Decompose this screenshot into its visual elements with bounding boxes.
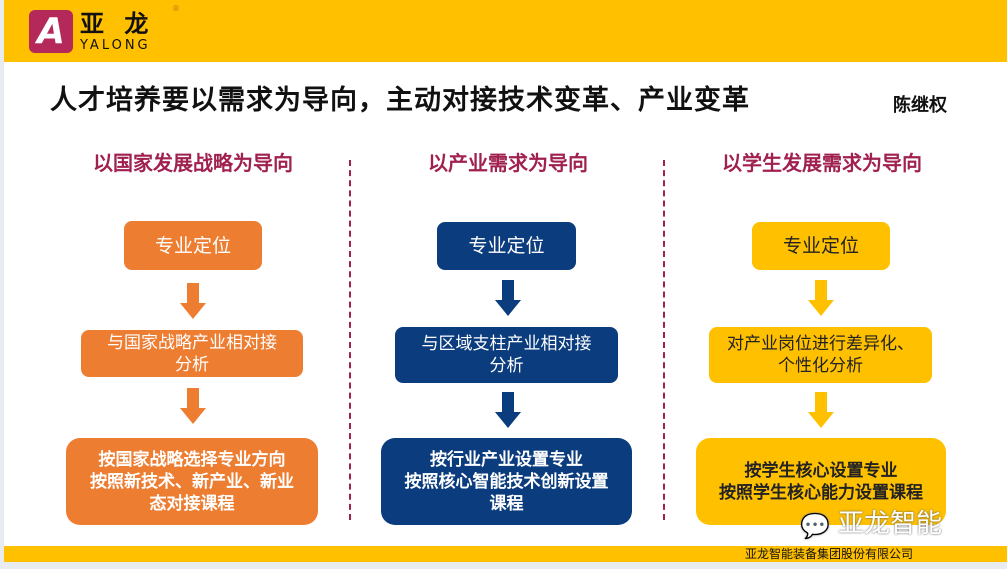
bottom-edge: [0, 562, 1007, 569]
box-analysis-3: 对产业岗位进行差异化、 个性化分析: [709, 327, 932, 383]
box-analysis-2: 与区域支柱产业相对接 分析: [395, 327, 618, 383]
header-bar: [4, 0, 1007, 62]
logo-icon: A: [29, 10, 73, 53]
column-header-3: 以学生发展需求为导向: [722, 151, 922, 175]
footer-bar: [4, 546, 1007, 562]
divider: [349, 160, 351, 520]
divider: [663, 160, 665, 520]
box-curriculum-2: 按行业产业设置专业 按照核心智能技术创新设置 课程: [381, 438, 632, 525]
box-curriculum-1: 按国家战略选择专业方向 按照新技术、新产业、新业 态对接课程: [66, 438, 318, 525]
box-positioning-2: 专业定位: [437, 222, 576, 270]
left-edge: [0, 0, 4, 569]
box-analysis-1: 与国家战略产业相对接 分析: [81, 330, 303, 377]
arrow-down-icon: [180, 388, 206, 424]
column-header-1: 以国家发展战略为导向: [93, 151, 293, 175]
arrow-down-icon: [180, 283, 206, 319]
box-positioning-3: 专业定位: [752, 222, 890, 270]
registered-mark: ®: [172, 4, 180, 13]
box-positioning-1: 专业定位: [124, 221, 262, 270]
arrow-down-icon: [495, 280, 521, 316]
slide-title: 人才培养要以需求为导向，主动对接技术变革、产业变革: [50, 85, 750, 116]
column-header-2: 以产业需求为导向: [428, 151, 588, 175]
box-curriculum-3: 按学生核心设置专业 按照学生核心能力设置课程: [696, 438, 946, 525]
arrow-down-icon: [808, 280, 834, 316]
author: 陈继权: [893, 95, 947, 116]
arrow-down-icon: [808, 392, 834, 428]
watermark: 亚龙智能: [838, 509, 943, 539]
logo-text-cn: 亚 龙: [80, 10, 155, 38]
wechat-icon: 💬: [800, 512, 830, 540]
company-name: 亚龙智能装备集团股份有限公司: [745, 547, 914, 561]
logo-text-en: YALONG: [80, 38, 151, 53]
arrow-down-icon: [495, 392, 521, 428]
